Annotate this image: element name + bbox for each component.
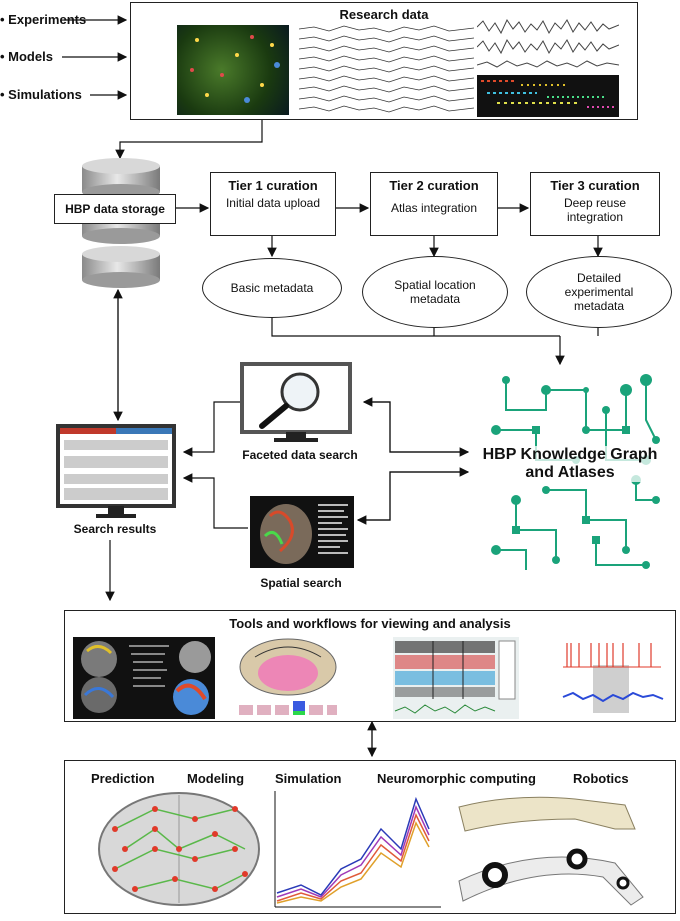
app-robotics: Robotics [573,771,629,786]
atlas-slice-image [235,637,341,719]
tier-1-desc: Initial data upload [225,196,321,210]
storage-label: HBP data storage [54,194,176,224]
app-prediction: Prediction [91,771,155,786]
app-modeling: Modeling [187,771,245,786]
brain-network-image [95,789,263,909]
spatial-search-image [250,496,354,568]
tier-3-box: Tier 3 curation Deep reuse integration [530,172,660,236]
storage-cylinders [80,158,162,290]
input-simulations: • Simulations [0,87,82,102]
faceted-search-monitor [240,362,352,444]
tier-3-desc: Deep reuse integration [563,196,627,224]
search-results-label: Search results [73,522,157,536]
robotics-image [455,785,669,911]
tier-3-title: Tier 3 curation [550,178,640,193]
applications-panel: Prediction Modeling Simulation Neuromorp… [64,760,676,914]
faceted-search-label: Faceted data search [242,448,358,462]
tier-2-box: Tier 2 curation Atlas integration [370,172,498,236]
input-models: • Models [0,49,53,64]
knowledge-graph-label: HBP Knowledge Graph and Atlases [470,446,670,482]
spatial-search-label: Spatial search [260,576,342,590]
tier-1-box: Tier 1 curation Initial data upload [210,172,336,236]
eeg-traces [299,23,474,117]
app-simulation: Simulation [275,771,342,786]
voltage-trace-image [561,637,671,719]
brain-viewer-image [73,637,215,719]
tier-1-title: Tier 1 curation [228,178,318,193]
raster-plot [477,75,619,117]
detailed-experimental-metadata: Detailed experimental metadata [526,256,672,328]
basic-metadata: Basic metadata [202,258,342,318]
input-experiments: • Experiments [0,12,87,27]
tools-panel: Tools and workflows for viewing and anal… [64,610,676,722]
tools-title: Tools and workflows for viewing and anal… [229,616,511,631]
tier-2-title: Tier 2 curation [389,178,479,193]
spatial-location-metadata: Spatial location metadata [362,256,508,328]
waveform-traces [477,17,619,71]
app-neuromorphic-computing: Neuromorphic computing [377,771,536,786]
microscopy-image [177,25,289,115]
search-results-monitor [56,424,176,520]
spike-raster-image [393,637,519,719]
tier-2-desc: Atlas integration [390,201,478,215]
research-data-title: Research data [339,7,429,22]
simulation-curves-image [271,789,445,911]
research-data-panel: Research data [130,2,638,120]
